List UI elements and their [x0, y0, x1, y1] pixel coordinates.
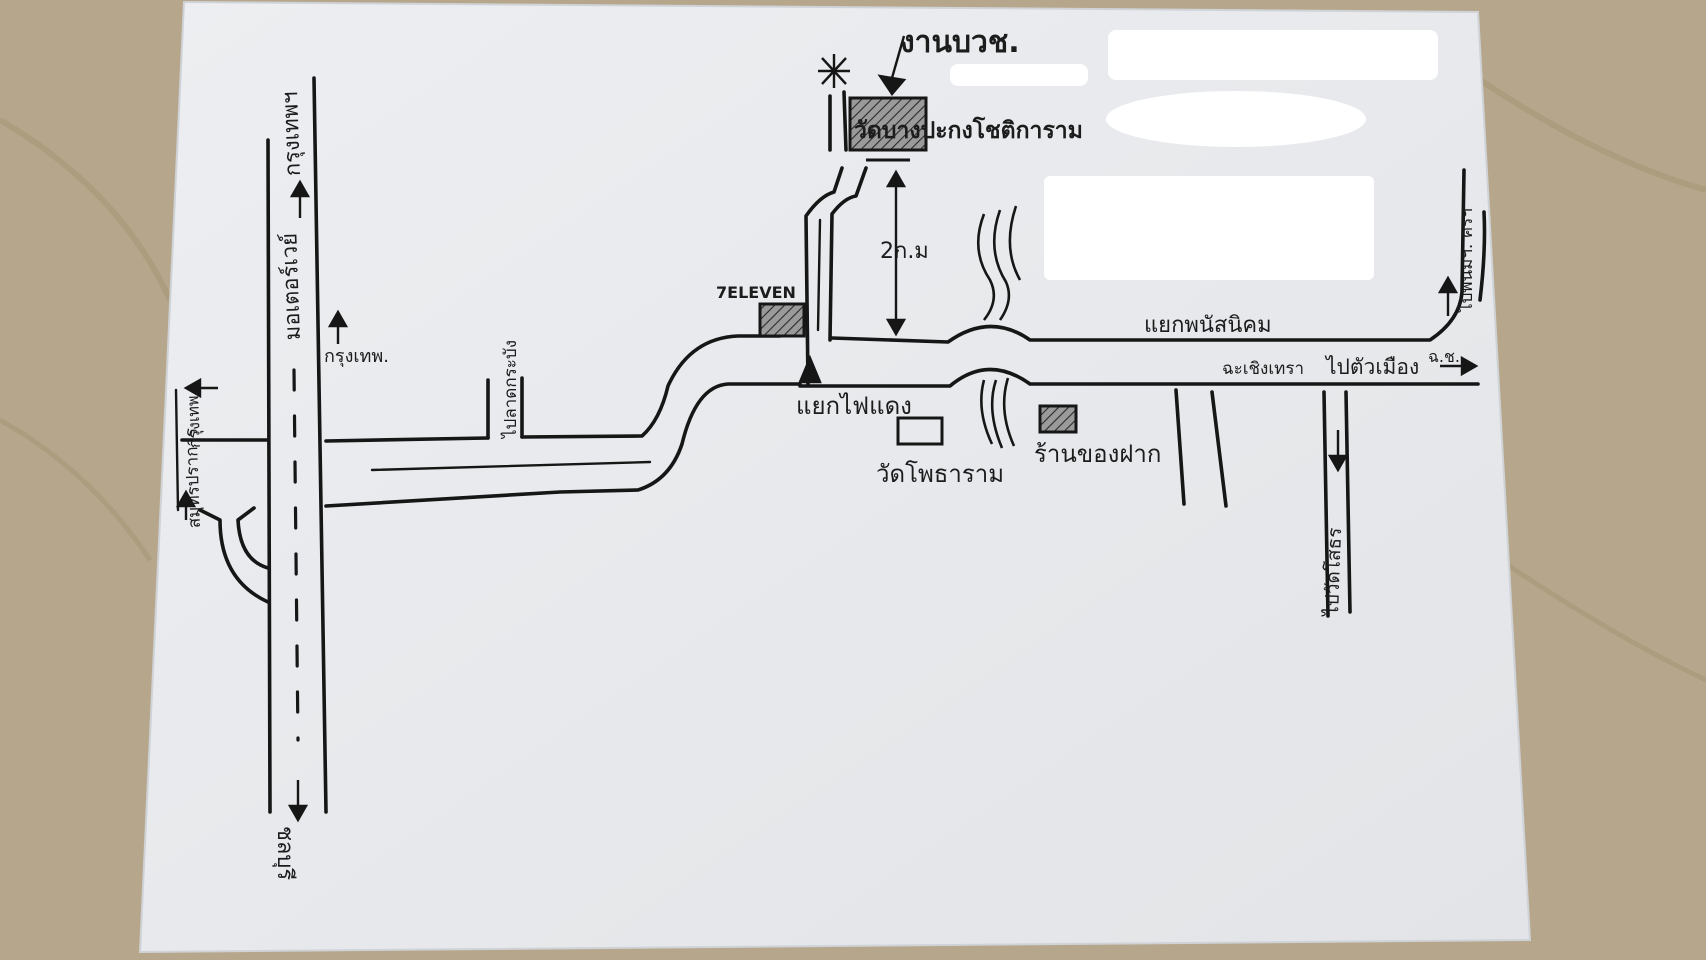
arrow-left-bangkok-icon — [183, 377, 218, 399]
arrows — [175, 35, 1479, 823]
chachoengsao-abbr-label: ฉ.ช. — [1428, 347, 1460, 366]
phanom-road — [798, 168, 1487, 618]
main-road — [324, 334, 802, 508]
arrow-event-icon — [877, 35, 907, 96]
arrow-up-samut-icon — [175, 489, 197, 520]
shop-label: ร้านของฝาก — [1034, 440, 1161, 468]
seven-eleven-label: 7ELEVEN — [716, 283, 796, 302]
river-lines — [976, 205, 1022, 449]
phanom-label: ไปพนมฯ. ครฯ — [1456, 208, 1477, 314]
arrow-traffic-light-icon — [798, 354, 822, 384]
chonburi-label: ชลบุรี — [272, 826, 297, 880]
highway-ramp — [174, 388, 270, 604]
temple-road — [804, 90, 868, 386]
wat-pho-label: วัดโพธาราม — [876, 460, 1004, 488]
bangkok-mid-label: กรุงเทพ. — [324, 346, 389, 367]
bangkok-north-label: กรุงเทพฯ — [278, 91, 306, 177]
motorway — [266, 76, 328, 814]
bangkok-left-label: กรุงเทพ. — [183, 390, 205, 448]
chachoengsao-label: ฉะเชิงเทรา — [1222, 359, 1304, 379]
shop-building — [1038, 404, 1078, 434]
samut-prakan-label: สมุทรปราการ — [182, 428, 205, 529]
star-icon — [818, 54, 850, 88]
temple-main-label: วัดบางปะกงโชติการาม — [854, 116, 1083, 144]
seven-eleven-building — [758, 302, 806, 338]
redacted-areas — [950, 30, 1438, 280]
phanom-junction-label: แยกพนัสนิคม — [1144, 313, 1272, 338]
arrow-distance-icon — [885, 169, 907, 337]
arrow-down-sothon-icon — [1327, 430, 1349, 473]
arrow-north-mid-icon — [327, 309, 349, 344]
event-label: งานบวช. — [900, 25, 1020, 60]
lat-krabang-label: ไปลาดกระบัง — [500, 340, 521, 440]
arrow-north-bangkok-icon — [289, 179, 311, 218]
arrow-south-chonburi-icon — [287, 780, 309, 823]
traffic-light-label: แยกไฟแดง — [796, 392, 912, 420]
wat-sothon-label: ไปวัดโสธร — [1320, 527, 1346, 618]
motorway-label: มอเตอร์เวย์ — [277, 233, 306, 341]
temple-building — [848, 96, 928, 152]
distance-label: 2ก.ม — [880, 239, 929, 264]
to-town-label: ไปตัวเมือง — [1324, 355, 1419, 379]
arrow-town-icon — [1440, 355, 1479, 377]
wat-pho-building — [896, 416, 944, 446]
arrow-up-phanom-icon — [1437, 275, 1459, 316]
paper-sheet — [138, 0, 1532, 954]
